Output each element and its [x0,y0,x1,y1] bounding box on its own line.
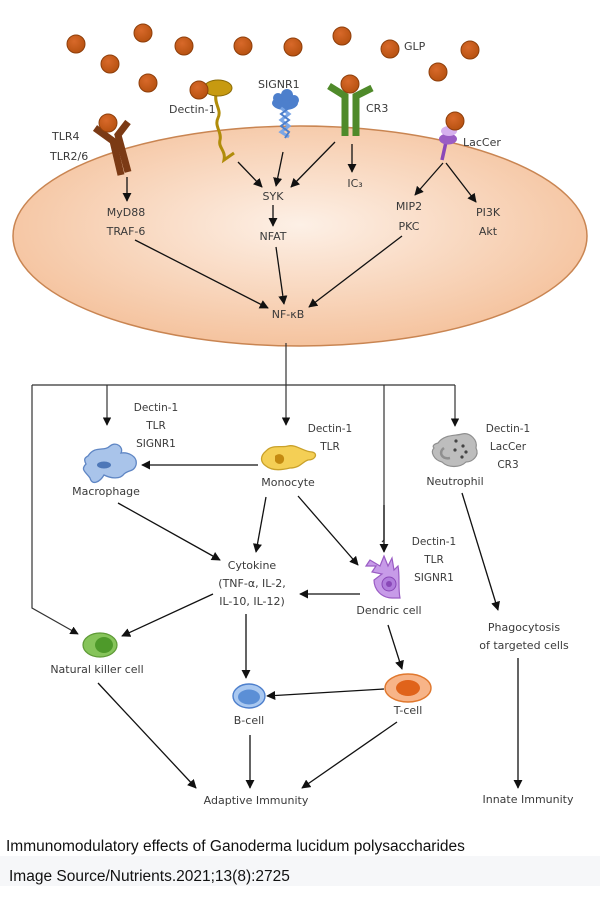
pi3k-label: PI3K [476,206,501,219]
laccer-label: LacCer [463,136,501,149]
glp-particle-icon [428,62,448,82]
cytokine-label: Cytokine [228,559,277,572]
signr-receptor-icon [272,89,299,139]
dendritic-receptor-3: SIGNR1 [414,572,454,584]
akt-label: Akt [479,225,498,238]
glp-bound-tlr [98,113,118,133]
glp-bound-cr3 [340,74,360,94]
traf6-label: TRAF-6 [106,225,146,238]
caption-source: Image Source/Nutrients.2021;13(8):2725 [9,868,290,885]
glp-particles [66,23,480,93]
macrophage-receptor-3: SIGNR1 [136,438,176,450]
cytokine-list-2: IL-10, IL-12) [219,595,285,608]
phagocytosis-label: Phagocytosis [488,621,560,634]
neutrophil-label: Neutrophil [426,475,483,488]
nk-cell-icon [82,632,118,658]
macrophage-receptor-1: Dectin-1 [134,402,178,414]
cell-interaction-arrows [97,460,523,789]
dectin-label: Dectin-1 [169,103,216,116]
cr3-label: CR3 [366,102,388,115]
glp-particle-icon [460,40,480,60]
bcell-icon [232,683,266,709]
glp-particle-icon [100,54,120,74]
host-cell-membrane [12,125,588,347]
glp-bound-laccer [445,111,465,131]
caption-title: Immunomodulatory effects of Ganoderma lu… [6,838,465,855]
tcell-label: T-cell [393,704,423,717]
pkc-label: PKC [399,220,420,233]
glp-particle-icon [66,34,86,54]
dendritic-receptor-1: Dectin-1 [412,536,456,548]
bcell-label: B-cell [234,714,264,727]
ic3-label: IC₃ [347,177,362,190]
tlr4-label: TLR4 [51,130,80,143]
myd88-label: MyD88 [107,206,145,219]
glp-particle-icon [138,73,158,93]
caption-band [0,856,600,886]
adaptive-immunity-label: Adaptive Immunity [204,794,309,807]
nfat-label: NFAT [260,230,287,243]
macrophage-label: Macrophage [72,485,140,498]
monocyte-cell-icon [260,445,317,471]
glp-bound-dectin [189,80,209,100]
dendritic-receptor-2: TLR [423,554,444,566]
nfkb-label: NF-κB [272,308,305,321]
neutrophil-receptor-3: CR3 [497,459,518,471]
glp-label: GLP [404,40,426,53]
mip2-label: MIP2 [396,200,422,213]
macrophage-receptor-2: TLR [145,420,166,432]
nk-label: Natural killer cell [50,663,143,676]
glp-particle-icon [174,36,194,56]
macrophage-cell-icon [82,443,137,484]
innate-immunity-label: Innate Immunity [482,793,573,806]
dendritic-label: Dendric cell [356,604,421,617]
glp-particle-icon [332,26,352,46]
tlr-receptor-icon [92,119,132,176]
phagocytosis-label-2: of targeted cells [479,639,569,652]
glp-particle-icon [233,36,253,56]
neutrophil-receptor-1: Dectin-1 [486,423,530,435]
tcell-icon [384,673,432,703]
monocyte-label: Monocyte [261,476,315,489]
monocyte-receptor-2: TLR [319,441,340,453]
tlr26-label: TLR2/6 [49,150,88,163]
signr-label: SIGNR1 [258,78,300,91]
monocyte-receptor-1: Dectin-1 [308,423,352,435]
cytokine-list-1: (TNF-α, IL-2, [218,577,285,590]
neutrophil-receptor-2: LacCer [490,441,527,453]
cr3-receptor-icon [327,83,374,136]
neutrophil-cell-icon [431,433,478,468]
signaling-arrows [122,141,477,309]
glp-particle-icon [380,39,400,59]
syk-label: SYK [263,190,285,203]
dendritic-cell-icon [364,554,401,599]
glp-particle-icon [283,37,303,57]
glp-particle-icon [133,23,153,43]
dectin-stalk-icon [214,94,235,164]
